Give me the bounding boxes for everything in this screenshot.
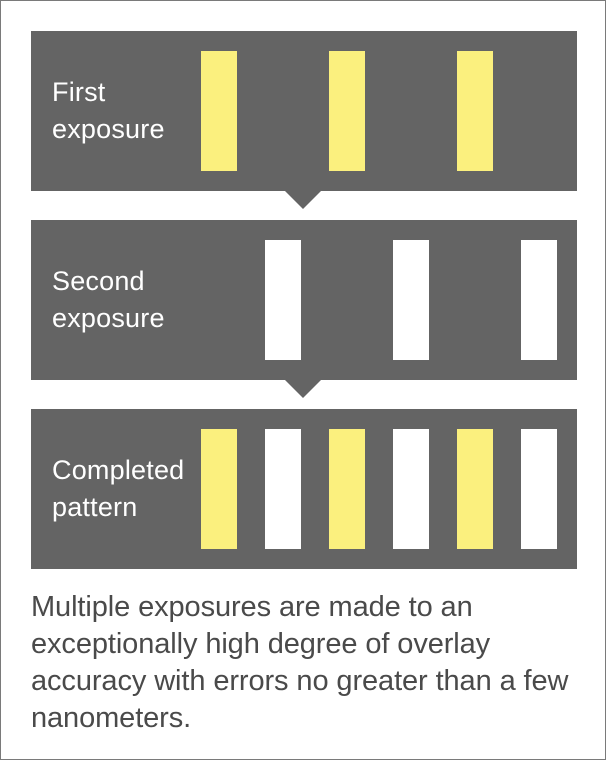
pattern-bar xyxy=(201,429,237,549)
pattern-bar xyxy=(201,51,237,171)
pattern-bar xyxy=(329,429,365,549)
completed-pattern-label: Completed pattern xyxy=(52,455,185,522)
pattern-bar xyxy=(457,429,493,549)
pattern-bar xyxy=(265,240,301,360)
pattern-bar xyxy=(521,429,557,549)
pattern-bar xyxy=(393,240,429,360)
second-exposure-label: Second exposure xyxy=(52,266,165,333)
arrow-down-icon xyxy=(285,191,321,209)
completed-pattern-panel: Completed pattern xyxy=(31,409,577,569)
caption-text: Multiple exposures are made to an except… xyxy=(31,591,569,734)
first-exposure-panel: First exposure xyxy=(31,31,577,191)
pattern-bar xyxy=(521,240,557,360)
second-exposure-panel: Second exposure xyxy=(31,220,577,380)
first-exposure-label: First exposure xyxy=(52,77,165,144)
arrow-down-icon xyxy=(285,380,321,398)
pattern-bar xyxy=(393,429,429,549)
pattern-bar xyxy=(329,51,365,171)
pattern-bar xyxy=(265,429,301,549)
pattern-bar xyxy=(457,51,493,171)
